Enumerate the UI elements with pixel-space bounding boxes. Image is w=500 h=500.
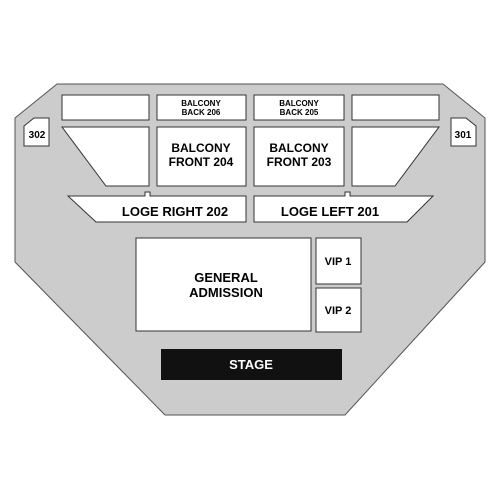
balcony-front-204-label-line1: BALCONY bbox=[171, 141, 230, 155]
section-301-label: 301 bbox=[455, 130, 472, 141]
section-301-shape[interactable] bbox=[450, 117, 477, 147]
balcony-front-left-section[interactable] bbox=[61, 126, 150, 187]
loge-left-201-section[interactable]: LOGE LEFT 201 bbox=[253, 191, 435, 223]
stage-shape bbox=[161, 349, 342, 380]
vip-2-label: VIP 2 bbox=[325, 305, 352, 317]
balcony-back-205-section[interactable]: BALCONY BACK 205 bbox=[253, 94, 345, 121]
section-301[interactable]: 301 bbox=[450, 117, 477, 147]
balcony-back-205-label-line1: BALCONY bbox=[279, 99, 319, 108]
balcony-front-203-section[interactable]: BALCONY FRONT 203 bbox=[253, 126, 345, 187]
vip-2-section[interactable]: VIP 2 bbox=[315, 287, 362, 333]
general-admission-label-line2: ADMISSION bbox=[189, 285, 263, 300]
loge-right-202-section[interactable]: LOGE RIGHT 202 bbox=[66, 191, 247, 223]
balcony-back-206-section[interactable]: BALCONY BACK 206 bbox=[156, 94, 247, 121]
balcony-front-203-label-line2: FRONT 203 bbox=[267, 155, 332, 169]
stage-label: STAGE bbox=[229, 357, 273, 372]
section-302[interactable]: 302 bbox=[23, 117, 50, 147]
balcony-front-203-shape[interactable] bbox=[253, 126, 345, 187]
balcony-front-right-section[interactable] bbox=[351, 126, 440, 187]
section-302-label: 302 bbox=[29, 130, 46, 141]
general-admission-section[interactable]: GENERAL ADMISSION bbox=[135, 237, 312, 332]
balcony-back-206-shape[interactable] bbox=[156, 94, 247, 121]
loge-left-201-shape[interactable] bbox=[253, 191, 435, 223]
vip-2-shape[interactable] bbox=[315, 287, 362, 333]
balcony-front-204-label-line2: FRONT 204 bbox=[169, 155, 234, 169]
loge-left-201-label: LOGE LEFT 201 bbox=[281, 204, 379, 219]
vip-1-section[interactable]: VIP 1 bbox=[315, 237, 362, 285]
balcony-back-205-shape[interactable] bbox=[253, 94, 345, 121]
balcony-front-204-shape[interactable] bbox=[156, 126, 247, 187]
stage: STAGE bbox=[161, 349, 342, 380]
balcony-back-206-label-line1: BALCONY bbox=[181, 99, 221, 108]
section-302-shape[interactable] bbox=[23, 117, 50, 147]
vip-1-shape[interactable] bbox=[315, 237, 362, 285]
vip-1-label: VIP 1 bbox=[325, 256, 352, 268]
balcony-back-205-label-line2: BACK 205 bbox=[280, 108, 319, 117]
balcony-back-right-section[interactable] bbox=[351, 94, 440, 121]
balcony-back-206-label-line2: BACK 206 bbox=[182, 108, 221, 117]
general-admission-shape[interactable] bbox=[135, 237, 312, 332]
balcony-front-204-section[interactable]: BALCONY FRONT 204 bbox=[156, 126, 247, 187]
balcony-front-203-label-line1: BALCONY bbox=[269, 141, 328, 155]
general-admission-label-line1: GENERAL bbox=[194, 270, 258, 285]
loge-right-202-label: LOGE RIGHT 202 bbox=[122, 204, 228, 219]
balcony-back-left-section[interactable] bbox=[61, 94, 150, 121]
loge-right-202-shape[interactable] bbox=[66, 191, 247, 223]
